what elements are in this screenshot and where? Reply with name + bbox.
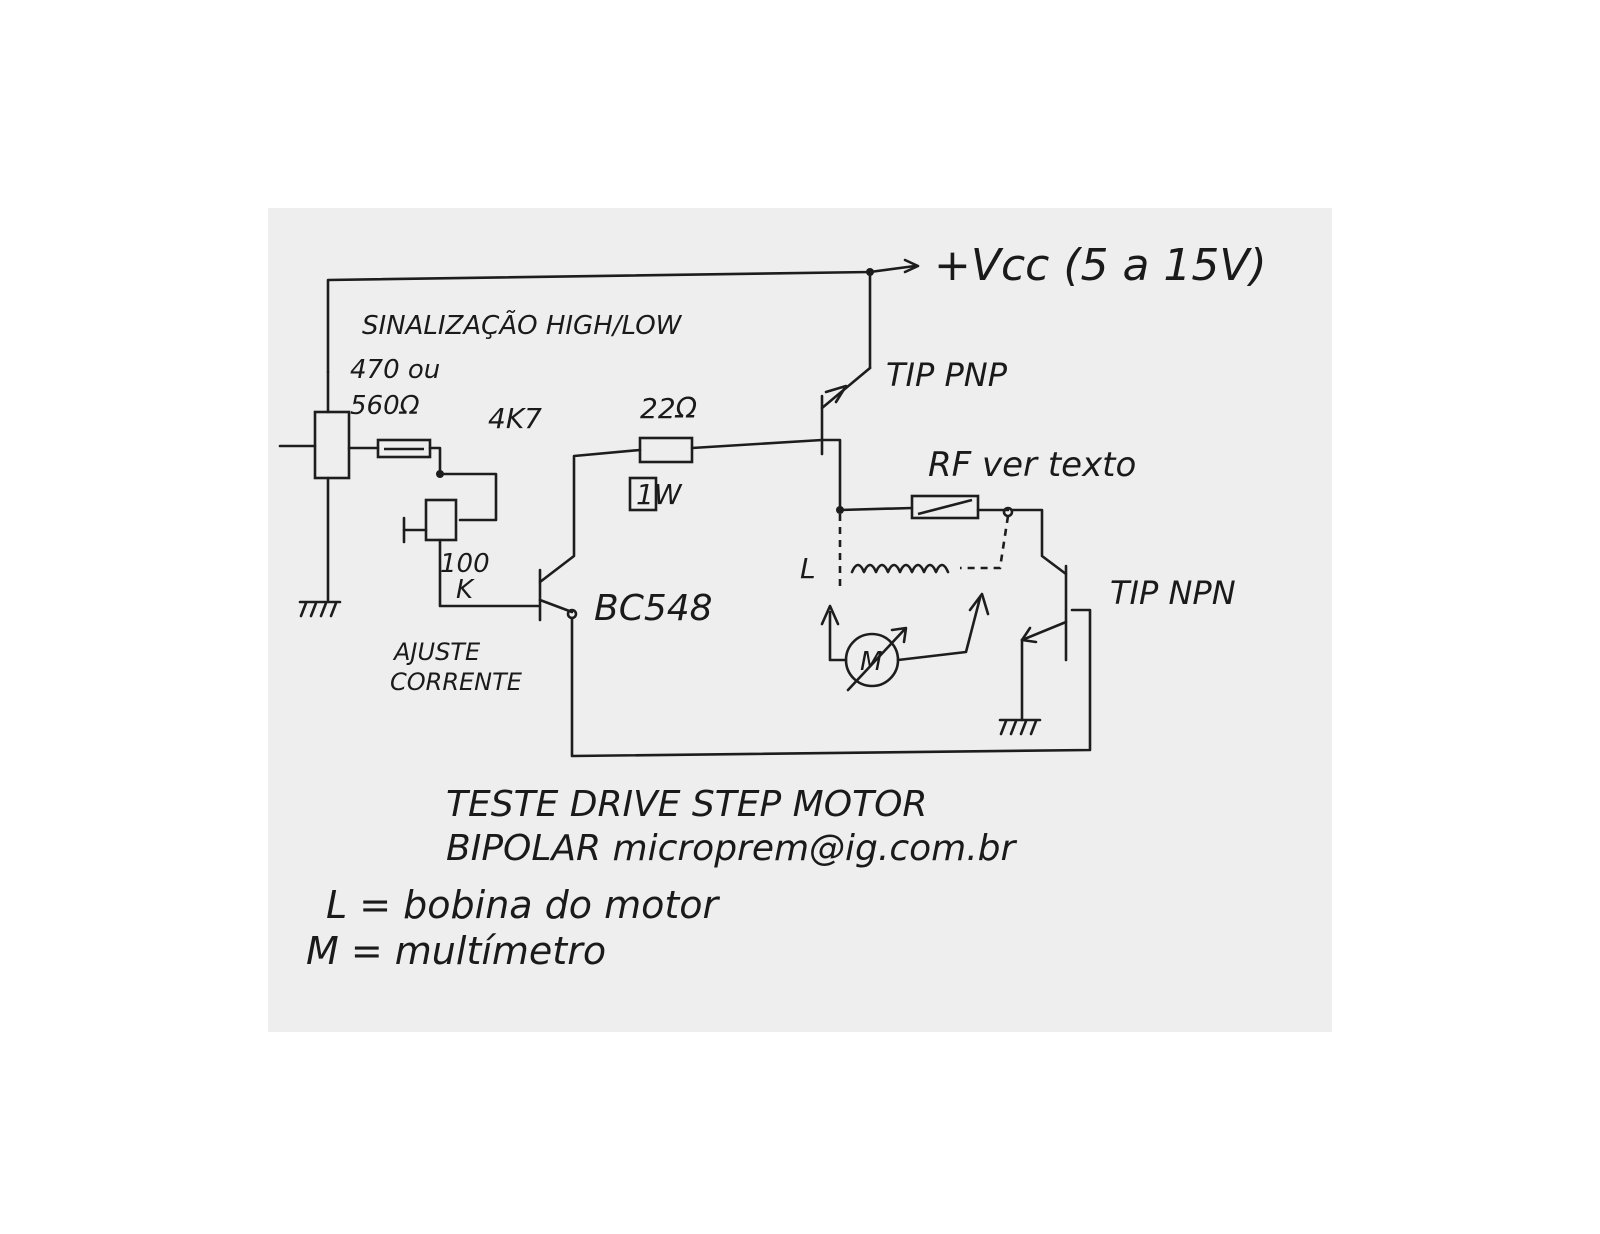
label-coil: L	[800, 552, 816, 585]
label-resistor-470-line2: 560Ω	[350, 391, 420, 421]
transistor-bc548	[538, 448, 1092, 758]
transistor-tip-pnp	[820, 366, 872, 514]
label-meter-symbol: M	[860, 647, 882, 677]
label-sinalizacao: SINALIZAÇÃO HIGH/LOW	[362, 309, 683, 341]
motor-coil	[838, 514, 1010, 588]
label-ajuste-line2: CORRENTE	[390, 668, 523, 696]
label-resistor-22-power: 1W	[636, 478, 683, 511]
label-vcc: +Vcc (5 a 15V)	[934, 240, 1267, 291]
vcc-rail	[326, 258, 920, 374]
resistor-22-ohm	[628, 436, 824, 512]
label-resistor-4k7: 4K7	[488, 402, 542, 435]
label-pot-100k-line2: K	[456, 575, 475, 605]
transistor-tip-npn	[1020, 564, 1068, 662]
label-pot-100k-line1: 100	[440, 549, 490, 579]
paper-sheet	[268, 208, 1332, 1032]
ground-symbol-right	[998, 638, 1042, 736]
label-resistor-22: 22Ω	[640, 392, 698, 425]
label-tip-npn: TIP NPN	[1110, 574, 1236, 612]
label-title-line2: BIPOLAR microprem@ig.com.br	[446, 828, 1018, 869]
label-resistor-470-line1: 470 ou	[350, 355, 440, 385]
led-indicator	[278, 370, 351, 602]
ground-symbol-left	[298, 600, 342, 618]
resistor-4k7	[347, 438, 444, 478]
label-tip-pnp: TIP PNP	[886, 356, 1008, 394]
resistor-rf	[838, 494, 1068, 576]
label-legend-l: L = bobina do motor	[326, 883, 721, 927]
label-title-line1: TESTE DRIVE STEP MOTOR	[446, 784, 927, 825]
potentiometer-100k	[402, 472, 540, 608]
multimeter	[820, 592, 990, 692]
label-rf: RF ver texto	[928, 445, 1136, 485]
label-ajuste-line1: AJUSTE	[392, 638, 481, 666]
label-legend-m: M = multímetro	[306, 929, 606, 973]
label-bc548: BC548	[594, 588, 713, 629]
